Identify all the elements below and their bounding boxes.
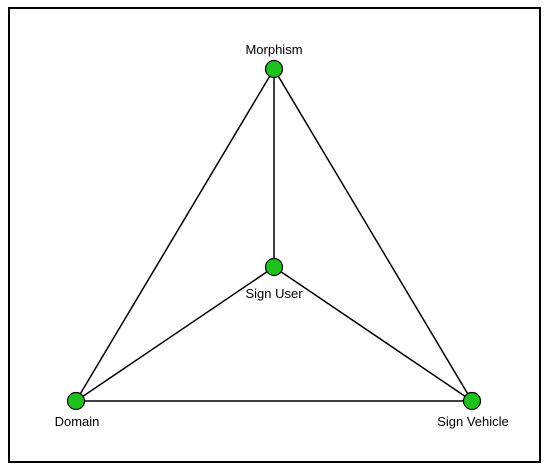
node-label-sign-vehicle: Sign Vehicle: [437, 414, 509, 429]
node-label-sign-user: Sign User: [245, 286, 303, 301]
node-layer: [66, 59, 482, 411]
node-sign-vehicle: [462, 391, 482, 411]
edge-sign-user-sign-vehicle: [273, 266, 473, 402]
node-label-morphism: Morphism: [245, 42, 302, 57]
edge-sign-user-domain: [75, 266, 275, 402]
node-morphism: [264, 59, 284, 79]
node-label-domain: Domain: [55, 414, 100, 429]
edge-morphism-domain: [75, 68, 275, 402]
edge-layer: [75, 68, 473, 402]
edge-morphism-sign-vehicle: [273, 68, 473, 402]
node-domain: [66, 391, 86, 411]
node-sign-user: [264, 257, 284, 277]
